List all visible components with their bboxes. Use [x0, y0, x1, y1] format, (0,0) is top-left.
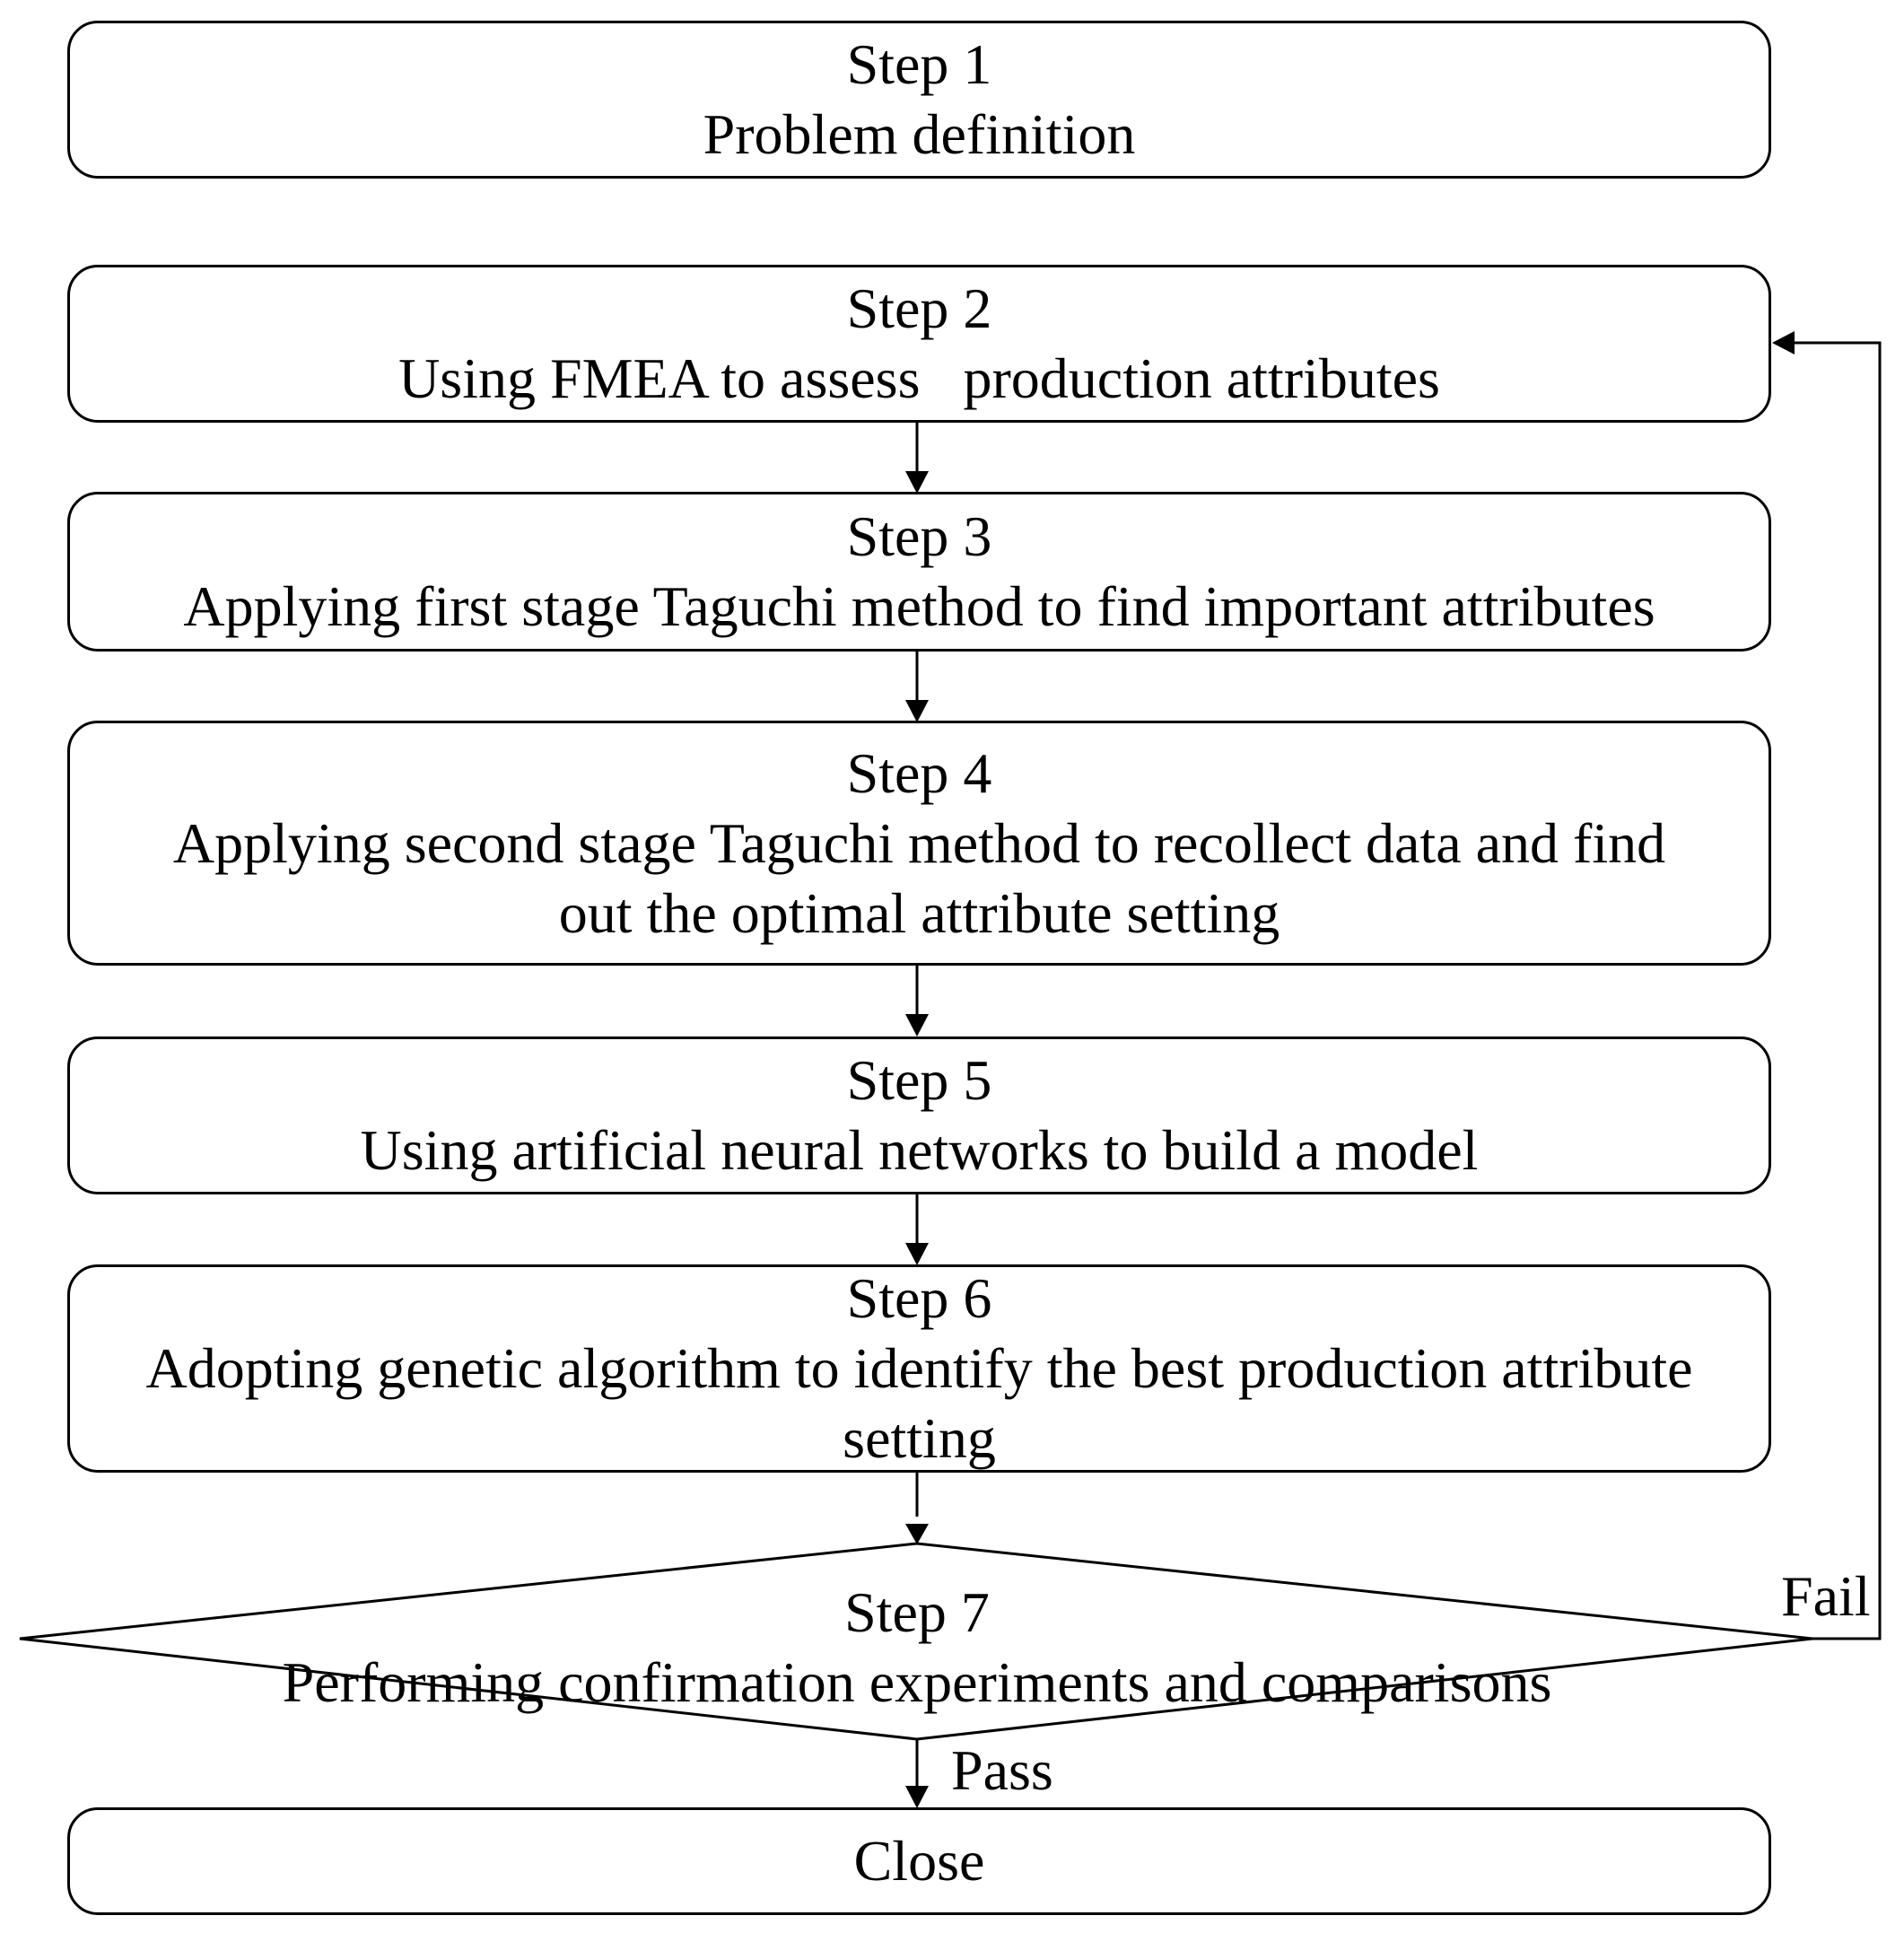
step6-description-line2: setting	[843, 1406, 996, 1470]
close-label: Close	[853, 1829, 985, 1893]
arrowhead-close	[905, 1786, 929, 1808]
step3-description: Applying first stage Taguchi method to f…	[183, 574, 1655, 638]
step7-decision-diamond	[19, 1542, 1813, 1741]
step4-description-line2: out the optimal attribute setting	[558, 880, 1280, 945]
arrowhead-step4	[905, 700, 929, 722]
step6-description-line1: Adopting genetic algorithm to identify t…	[145, 1336, 1693, 1400]
step2-description: Using FMEA to assess production attribut…	[398, 346, 1440, 410]
arrowhead-step6	[905, 1243, 929, 1265]
arrowhead-fail-to-step2	[1772, 331, 1795, 354]
step2-box: Step 2 Using FMEA to assess production a…	[67, 265, 1771, 423]
step4-title: Step 4	[846, 740, 992, 805]
step5-box: Step 5 Using artificial neural networks …	[67, 1036, 1771, 1194]
pass-label: Pass	[951, 1738, 1053, 1802]
step3-title: Step 3	[846, 504, 992, 568]
step1-box: Step 1 Problem definition	[67, 21, 1771, 179]
step7-title: Step 7	[844, 1580, 990, 1644]
arrowhead-step7	[905, 1524, 929, 1544]
fail-loop-line	[1790, 341, 1882, 1640]
step7-description: Performing confirmation experiments and …	[282, 1650, 1552, 1714]
step6-box: Step 6 Adopting genetic algorithm to ide…	[67, 1264, 1771, 1473]
close-box: Close	[67, 1807, 1771, 1915]
step3-box: Step 3 Applying first stage Taguchi meth…	[67, 492, 1771, 652]
step1-description: Problem definition	[703, 102, 1136, 166]
step5-description: Using artificial neural networks to buil…	[360, 1118, 1479, 1182]
step4-box: Step 4 Applying second stage Taguchi met…	[67, 721, 1771, 966]
step1-title: Step 1	[846, 32, 992, 96]
arrowhead-step5	[905, 1014, 929, 1036]
step6-title: Step 6	[846, 1266, 992, 1330]
step4-description-line1: Applying second stage Taguchi method to …	[172, 810, 1666, 875]
step5-title: Step 5	[846, 1048, 992, 1112]
fail-label: Fail	[1781, 1564, 1871, 1628]
step2-title: Step 2	[846, 276, 992, 340]
arrowhead-step3	[905, 471, 929, 494]
